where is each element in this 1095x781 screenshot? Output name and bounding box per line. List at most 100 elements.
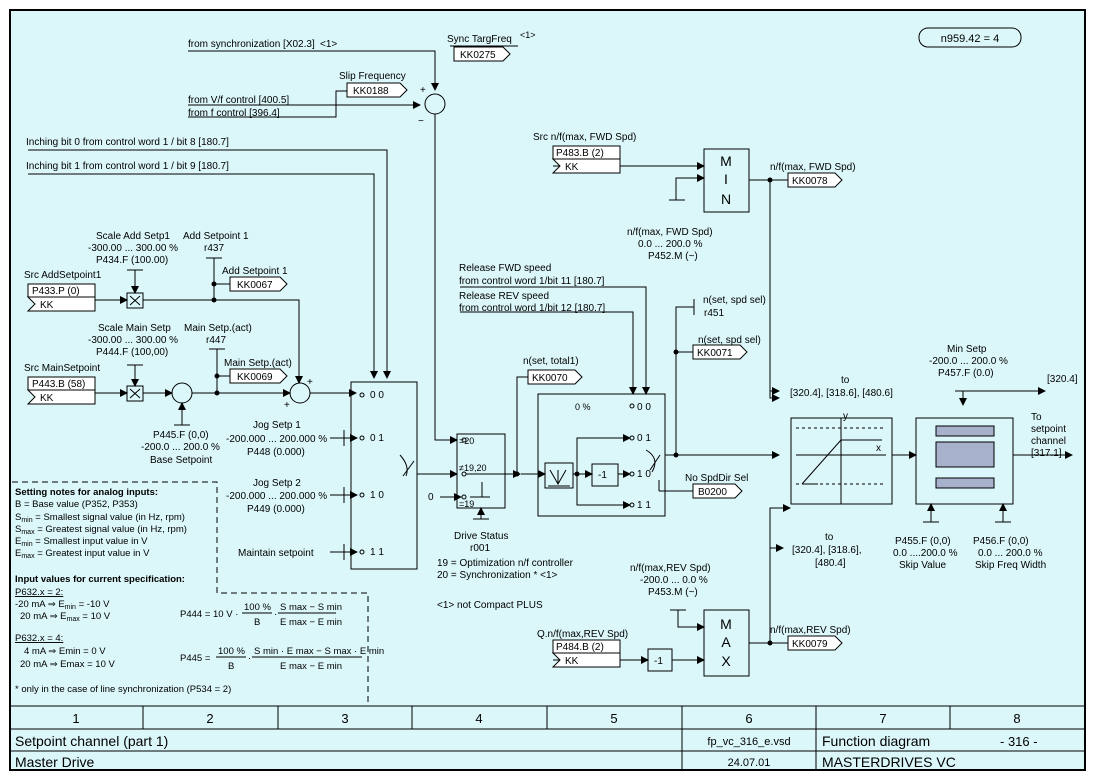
- notes-emin: Emin = Smallest input value in V: [15, 536, 148, 548]
- min-p-title: n/f(max, FWD Spd): [627, 227, 713, 238]
- main-act-label: Main Setp.(act): [224, 358, 292, 369]
- drive-eq20: =20: [459, 436, 474, 446]
- sync-from: from synchronization [X02.3]: [188, 39, 315, 50]
- lim-y: y: [843, 411, 848, 422]
- nset-title1: n(set, spd sel): [703, 295, 766, 306]
- notes-smin: Smin = Smallest signal value (in Hz, rpm…: [15, 512, 185, 524]
- diagram-frame: [9, 9, 1086, 771]
- main-scale-title: Scale Main Setp: [98, 323, 171, 334]
- jog1-param: P448 (0.000): [247, 447, 305, 458]
- sync-connector: KK0275: [460, 50, 496, 61]
- footer-sheet: - 316 -: [1000, 734, 1038, 749]
- drive-status-title: Drive Status: [454, 531, 508, 542]
- minsetp-ref: [320.4]: [1047, 374, 1078, 385]
- parameter-badge: [918, 27, 1022, 48]
- add-src-param: P433.P (0): [32, 286, 80, 297]
- minsetp-range: -200.0 ... 200.0 %: [929, 356, 1008, 367]
- tochannel-l1: To: [1031, 412, 1042, 423]
- sel-11: 1 1: [370, 547, 384, 558]
- total-title: n(set, total1): [523, 356, 579, 367]
- nset-title2: n(set, spd sel): [698, 335, 761, 346]
- sum-plus-2: +: [284, 400, 290, 411]
- main-src-param: P443.B (58): [32, 379, 85, 390]
- max-letter-3: X: [721, 653, 731, 669]
- max-out-connector: KK0079: [792, 639, 828, 650]
- main-scale-range: -300.00 ... 300.00 %: [88, 335, 178, 346]
- notes-p632-4: P632.x = 4:: [15, 633, 63, 644]
- notes-title: Setting notes for analog inputs:: [15, 487, 158, 498]
- minsetp-param: P457.F (0.0): [938, 368, 994, 379]
- max-src-title: Q.n/f(max,REV Spd): [537, 629, 628, 640]
- max-p-title: n/f(max,REV Spd): [630, 563, 711, 574]
- add-connector: KK0067: [237, 280, 273, 291]
- min-letter-2: I: [724, 171, 728, 187]
- base-param: P445.F (0,0): [153, 430, 209, 441]
- drive-zero: 0: [428, 492, 434, 503]
- base-title: Base Setpoint: [150, 455, 212, 466]
- add-kk: KK: [40, 300, 54, 311]
- formula1-dot: ·: [274, 609, 277, 620]
- inching-bit1: Inching bit 1 from control word 1 / bit …: [26, 161, 229, 172]
- max-src-param: P484.B (2): [556, 642, 604, 653]
- jog2-title: Jog Setp 2: [253, 478, 301, 489]
- skip-t2: Skip Freq Width: [975, 560, 1046, 571]
- formula2-n1: 100 %: [218, 646, 245, 657]
- slip-connector: KK0188: [353, 86, 389, 97]
- footer-col-1: 1: [72, 711, 79, 726]
- notes-p632-2: P632.x = 2:: [15, 587, 63, 598]
- skip-p1: P455.F (0,0): [895, 536, 951, 547]
- dir-pct: 0 %: [575, 402, 591, 412]
- notes-footnote: * only in the case of line synchronizati…: [15, 684, 231, 695]
- main-src-title: Src MainSetpoint: [24, 363, 100, 374]
- sel-10: 1 0: [370, 490, 384, 501]
- min-src-title: Src n/f(max, FWD Spd): [533, 132, 636, 143]
- formula2-lhs: P445 =: [180, 653, 211, 664]
- tochannel-l3: channel: [1031, 436, 1066, 447]
- jog2-range: -200.000 ... 200.000 %: [226, 491, 327, 502]
- lim-to-refs: [320.4], [318.6], [480.6]: [790, 388, 893, 399]
- add-setp-title: Add Setpoint 1: [183, 231, 249, 242]
- badge-text: n959.42 = 4: [941, 33, 999, 45]
- main-connector: KK0069: [237, 372, 273, 383]
- dir-00: 0 0: [637, 402, 651, 413]
- drive-note20: 20 = Synchronization * <1>: [437, 570, 558, 581]
- footer-col-3: 3: [341, 711, 348, 726]
- footer-col-8: 8: [1013, 711, 1020, 726]
- jog1-range: -200.000 ... 200.000 %: [226, 434, 327, 445]
- notes-line1: -20 mA ⇒ Emin = -10 V: [15, 599, 110, 611]
- min-letter-1: M: [720, 153, 732, 169]
- add-src-title: Src AddSetpoint1: [24, 270, 102, 281]
- add-scale-range: -300.00 ... 300.00 %: [88, 243, 178, 254]
- jog2-param: P449 (0.000): [247, 504, 305, 515]
- skip-p2: P456.F (0,0): [973, 536, 1029, 547]
- formula1-lhs: P444 = 10 V ·: [180, 609, 238, 620]
- formula1-d1: B: [254, 617, 260, 628]
- formula2-d1: B: [228, 661, 234, 672]
- sum-plus-1: +: [307, 377, 313, 388]
- release-fwd2: from control word 1/bit 11 [180.7]: [459, 276, 605, 287]
- add-scale-title: Scale Add Setp1: [96, 231, 170, 242]
- release-fwd1: Release FWD speed: [459, 263, 551, 274]
- min-letter-3: N: [721, 191, 731, 207]
- tochannel-l4: [317.1]: [1031, 448, 1062, 459]
- max-out-title: n/f(max,REV Spd): [770, 625, 851, 636]
- skip-r2: 0.0 ... 200.0 %: [978, 548, 1043, 559]
- sel-00: 0 0: [370, 390, 384, 401]
- nospd-title: No SpdDir Sel: [685, 473, 748, 484]
- formula2-dot: ·: [248, 653, 251, 664]
- drive-eq1920: ≠19,20: [459, 463, 486, 473]
- notes-emax: Emax = Greatest input value in V: [15, 548, 150, 560]
- max-letter-2: A: [721, 634, 731, 650]
- lim-to2-refs2: [480.4]: [815, 558, 846, 569]
- sync-note-ref: <1>: [320, 39, 337, 50]
- release-rev2: from control word 1/bit 12 [180.7]: [459, 303, 605, 314]
- minsetp-title: Min Setp: [947, 344, 987, 355]
- tochannel-l2: setpoint: [1031, 424, 1066, 435]
- min-out-connector: KK0078: [792, 176, 828, 187]
- total-connector: KK0070: [532, 373, 568, 384]
- footer-col-4: 4: [475, 711, 482, 726]
- add-setp-label: Add Setpoint 1: [222, 266, 288, 277]
- footer-col-6: 6: [745, 711, 752, 726]
- max-kk: KK: [565, 656, 579, 667]
- add-setp-r: r437: [204, 243, 224, 254]
